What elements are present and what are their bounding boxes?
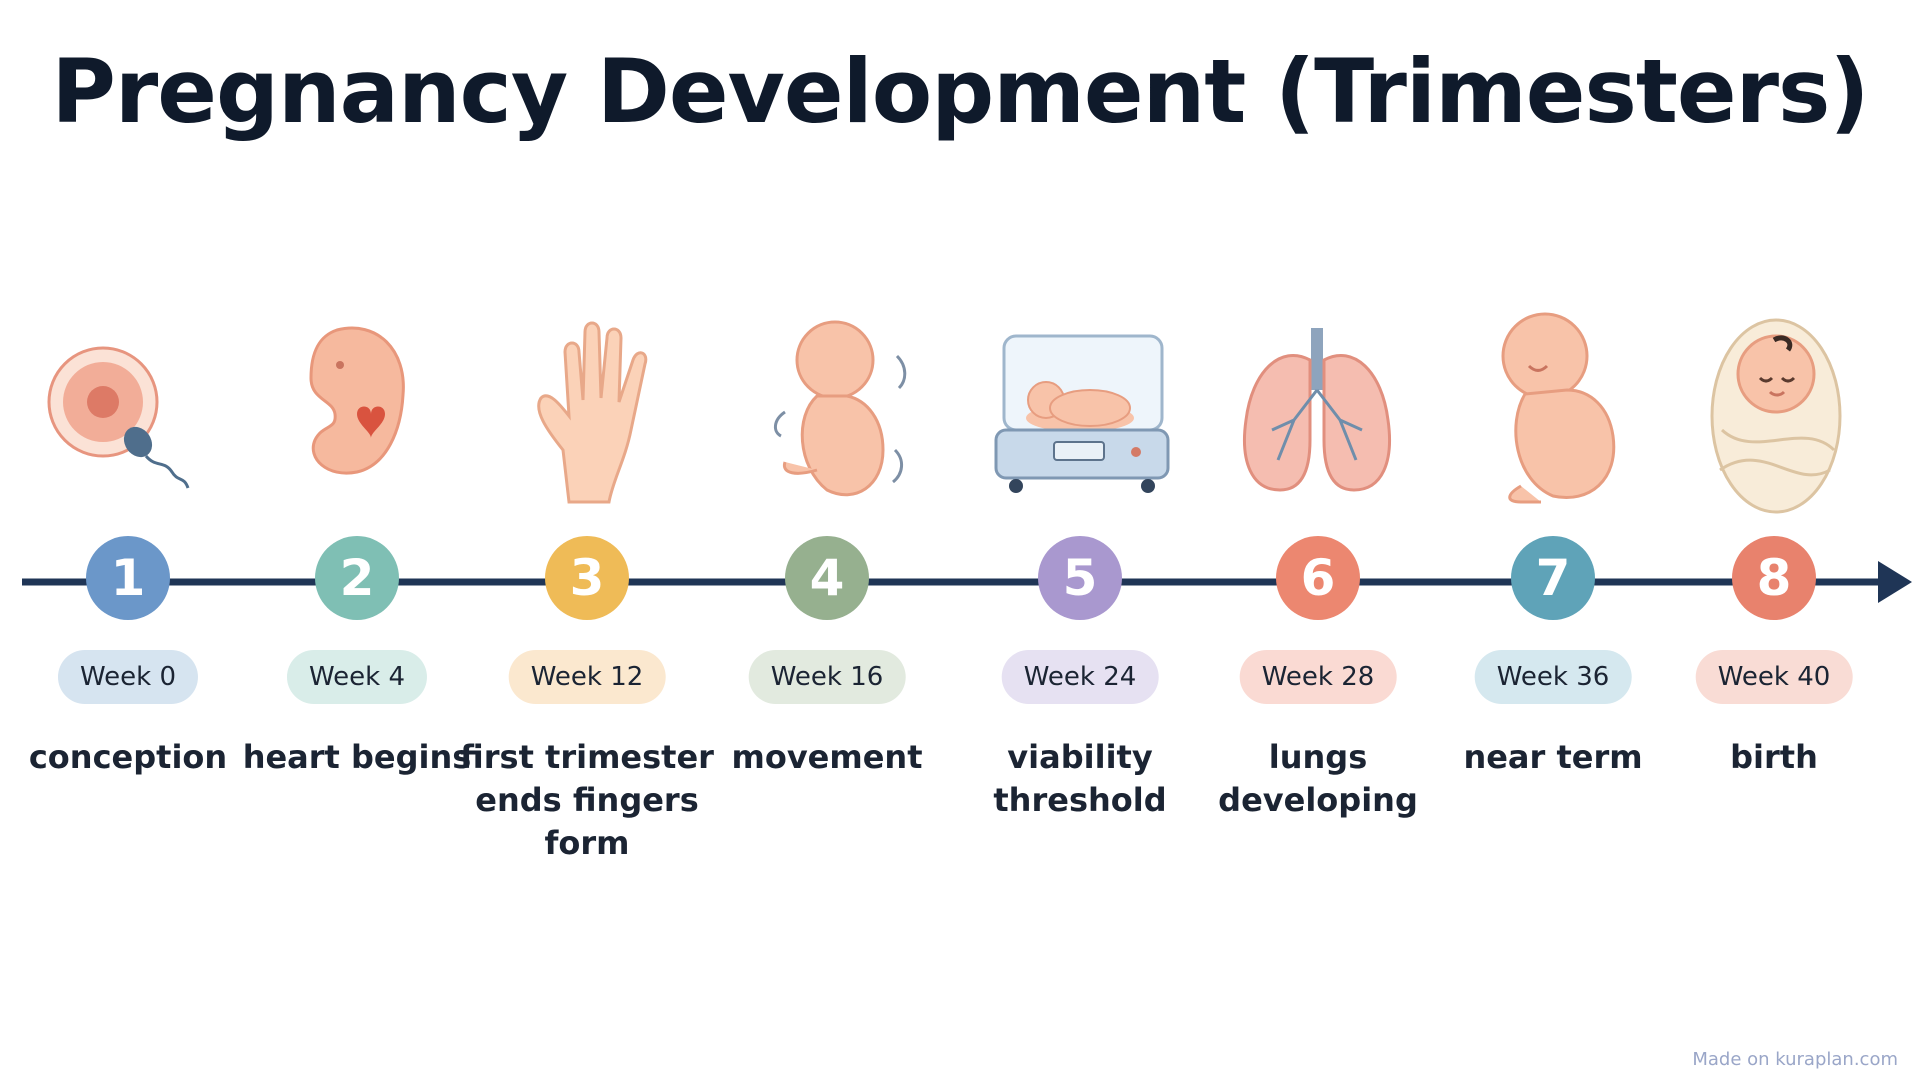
week-badge: Week 24 (1001, 650, 1159, 704)
step-label: viability threshold (993, 738, 1167, 819)
step-number-7: 7 (1511, 536, 1595, 620)
step-label: birth (1730, 738, 1818, 776)
week-badge: Week 12 (508, 650, 666, 704)
step-number-2: 2 (315, 536, 399, 620)
step-label: heart begins (242, 738, 472, 776)
step-label: movement (731, 738, 923, 776)
week-badge: Week 40 (1695, 650, 1853, 704)
step-number-1: 1 (86, 536, 170, 620)
week-badge: Week 28 (1239, 650, 1397, 704)
step-label: conception (28, 738, 228, 776)
lungs-icon (1243, 328, 1391, 492)
incubator-icon (994, 334, 1170, 493)
swaddled-baby-icon (1710, 318, 1842, 514)
week-badge: Week 4 (286, 650, 428, 704)
egg-and-sperm-icon (47, 346, 190, 489)
arrow-head-icon (1878, 561, 1912, 603)
page-title: Pregnancy Development (Trimesters) (51, 40, 1869, 143)
week-badge: Week 16 (748, 650, 906, 704)
step-number-6: 6 (1276, 536, 1360, 620)
week-badge: Week 36 (1474, 650, 1632, 704)
step-label: first trimester ends fingers form (460, 738, 714, 862)
embryo-heart-icon (309, 326, 405, 475)
fetus-curled-icon (1501, 312, 1616, 504)
hand-icon (537, 321, 648, 504)
step-label: near term (1463, 738, 1643, 776)
step-label: lungs developing (1218, 738, 1418, 819)
step-number-5: 5 (1038, 536, 1122, 620)
step-number-8: 8 (1732, 536, 1816, 620)
credit-text: Made on kuraplan.com (1692, 1049, 1898, 1070)
step-number-4: 4 (785, 536, 869, 620)
week-badge: Week 0 (57, 650, 199, 704)
step-number-3: 3 (545, 536, 629, 620)
fetus-moving-icon (774, 320, 907, 497)
